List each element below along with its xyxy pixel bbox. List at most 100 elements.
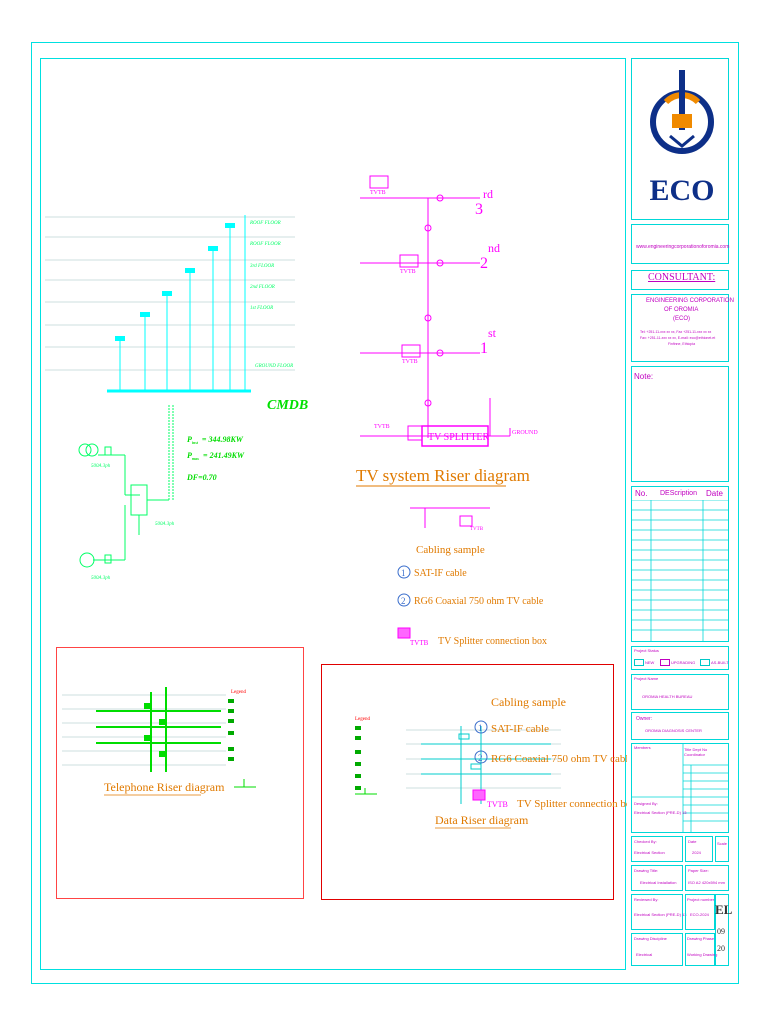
owner: OROMIA DIAGNOSIS CENTER xyxy=(645,728,702,733)
floor-label-roof-2: ROOF FLOOR xyxy=(249,242,281,247)
note-label: Note: xyxy=(634,372,654,381)
reviewed-by-label: Reviewed By: xyxy=(634,897,659,902)
floor-3rd-label: 3rd xyxy=(475,187,493,218)
consultant-cell xyxy=(631,294,729,362)
tv-legend-2: RG6 Coaxial 750 ohm TV cable xyxy=(414,596,544,607)
floor-1st-label: 1st xyxy=(480,326,497,357)
drawing-discipline-label: Drawing Discipline xyxy=(634,936,667,941)
drawing-title: Electrical Installation xyxy=(640,880,677,885)
revision-table xyxy=(631,486,729,642)
date: 2024 xyxy=(692,850,701,855)
owner-label: Owner: xyxy=(636,716,653,722)
consultant-addr-3: Finfinne, Ethiopia xyxy=(668,342,696,346)
floor-label-roof-1: ROOF FLOOR xyxy=(249,221,281,226)
floor-label-ground: GROUND FLOOR xyxy=(255,364,293,369)
drawing-title-label: Drawing Title: xyxy=(634,868,659,873)
tvtb-label-ground: TVTB xyxy=(374,424,390,430)
sheet-total: 20 xyxy=(717,944,725,953)
data-legend-1-num: 1 xyxy=(478,723,483,733)
project-status-cell xyxy=(631,646,729,670)
website-text: www.engineeringcorporationoforomia.com xyxy=(636,244,730,250)
tv-legend-1-num: 1 xyxy=(401,568,406,578)
website-cell xyxy=(631,224,729,264)
checked-by: Electrical Section xyxy=(634,850,665,855)
data-legend-2-num: 2 xyxy=(478,753,483,763)
data-legend-title: Legend xyxy=(355,717,370,722)
project-number: ECO-2024 xyxy=(690,912,709,917)
project-number-label: Project number xyxy=(687,897,715,902)
status-upgrading: UPGRADING xyxy=(671,660,696,665)
project-name-label: Project Name xyxy=(634,676,659,681)
power-riser-diagram: ROOF FLOOR ROOF FLOOR 3rd FLOOR 2nd FLOO… xyxy=(45,215,308,581)
drawing-phase-label: Drawing Phase xyxy=(687,936,715,941)
svg-text:Pmax= 241.49KW: Pmax= 241.49KW xyxy=(187,451,245,461)
floor-label-3rd: 3rd FLOOR xyxy=(250,264,274,269)
status-upgrading-box[interactable] xyxy=(660,659,670,666)
consultant-label-cell xyxy=(631,270,729,290)
floor-label-2nd: 2nd FLOOR xyxy=(250,285,275,290)
p-inst-sub: inst xyxy=(192,440,199,445)
data-legend-box: TV Splitter connection box xyxy=(517,798,627,810)
status-new-box[interactable] xyxy=(634,659,644,666)
checked-by-label: Checked By: xyxy=(634,839,657,844)
ats-feed-rating: 500A 3ph xyxy=(155,522,175,527)
telephone-riser-panel xyxy=(56,647,304,899)
rev-date-label: Date xyxy=(706,489,723,498)
drawing-phase: Working Drawing xyxy=(687,952,718,957)
members-label: Members xyxy=(634,745,651,750)
members-grid xyxy=(631,743,729,833)
floor-label-1st: 1st FLOOR xyxy=(250,306,273,311)
tvtb-label-2nd: TVTB xyxy=(400,269,416,275)
paper-size: ISO A2 420x594 mm xyxy=(688,880,725,885)
ground-label: GROUND xyxy=(512,430,538,436)
p-inst-label: P xyxy=(187,435,192,444)
generator-rating: 500A 3ph xyxy=(91,576,111,581)
data-legend-2: RG6 Coaxial 750 ohm TV cable xyxy=(491,753,627,765)
revision-grid xyxy=(631,500,729,642)
project-name: OROMIA HEALTH BUREAU xyxy=(642,694,693,699)
p-max-value: = 241.49KW xyxy=(203,451,245,460)
rev-desc-label: DEScription xyxy=(660,490,697,497)
note-cell xyxy=(631,366,729,482)
sheet-code: EL xyxy=(715,902,733,917)
cmdb-label: CMDB xyxy=(267,398,308,413)
tvtb-label-3rd: TVTB xyxy=(370,190,386,196)
consultant-addr-2: Fax: +251-11-xxx xx xx, E-mail: eco@ethi… xyxy=(640,336,716,340)
reviewed-by-cell xyxy=(631,894,683,930)
phase-cell xyxy=(685,933,715,966)
coordinator-label: Title Dept No Coordinator xyxy=(684,747,708,757)
tv-legend-1: SAT-IF cable xyxy=(414,568,467,579)
status-new: NEW xyxy=(645,660,655,665)
tv-riser-title: TV system Riser diagram xyxy=(356,466,530,485)
checked-by-cell xyxy=(631,836,683,862)
tvtb-label-1st: TVTB xyxy=(402,359,418,365)
date-label: Date xyxy=(688,839,697,844)
tv-legend-2-num: 2 xyxy=(401,596,406,606)
consultant-abbr: (ECO) xyxy=(673,316,690,322)
consultant-name-2: OF OROMIA xyxy=(664,307,699,313)
drawing-discipline: Electrical xyxy=(636,952,653,957)
p-max-label: P xyxy=(187,451,192,460)
data-riser-panel xyxy=(321,664,614,900)
sheet-number-cell xyxy=(715,894,729,966)
tv-riser-diagram: TVTB TVTB TVTB TVTB 3rd 2nd 1st TV SPLIT… xyxy=(356,175,547,647)
transformer-rating: 500A 3ph xyxy=(91,464,111,469)
logo-cell xyxy=(631,58,729,220)
owner-cell xyxy=(631,712,729,740)
date-cell xyxy=(685,836,713,862)
reviewed-by: Electrical Section (PRE-D) 13 xyxy=(634,912,687,917)
logo-text: ECO xyxy=(650,174,714,207)
discipline-cell xyxy=(631,933,683,966)
rev-no-label: No. xyxy=(635,489,648,498)
demand-factor: DF=0.70 xyxy=(186,473,217,482)
tv-legend-box: TV Splitter connection box xyxy=(438,636,547,647)
status-asbuilt-box[interactable] xyxy=(700,659,710,666)
sheet-num: 09 xyxy=(717,927,725,936)
data-riser-title: Data Riser diagram xyxy=(435,813,529,827)
p-inst-value: = 344.98KW xyxy=(202,435,244,444)
data-cabling-title: Cabling sample xyxy=(491,695,566,709)
telephone-riser-diagram: Legend Telephone Riser diagram xyxy=(62,687,256,796)
telephone-riser-title: Telephone Riser diagram xyxy=(104,780,225,794)
telephone-legend-title: Legend xyxy=(231,690,246,695)
paper-size-label: Paper Size: xyxy=(688,868,709,873)
